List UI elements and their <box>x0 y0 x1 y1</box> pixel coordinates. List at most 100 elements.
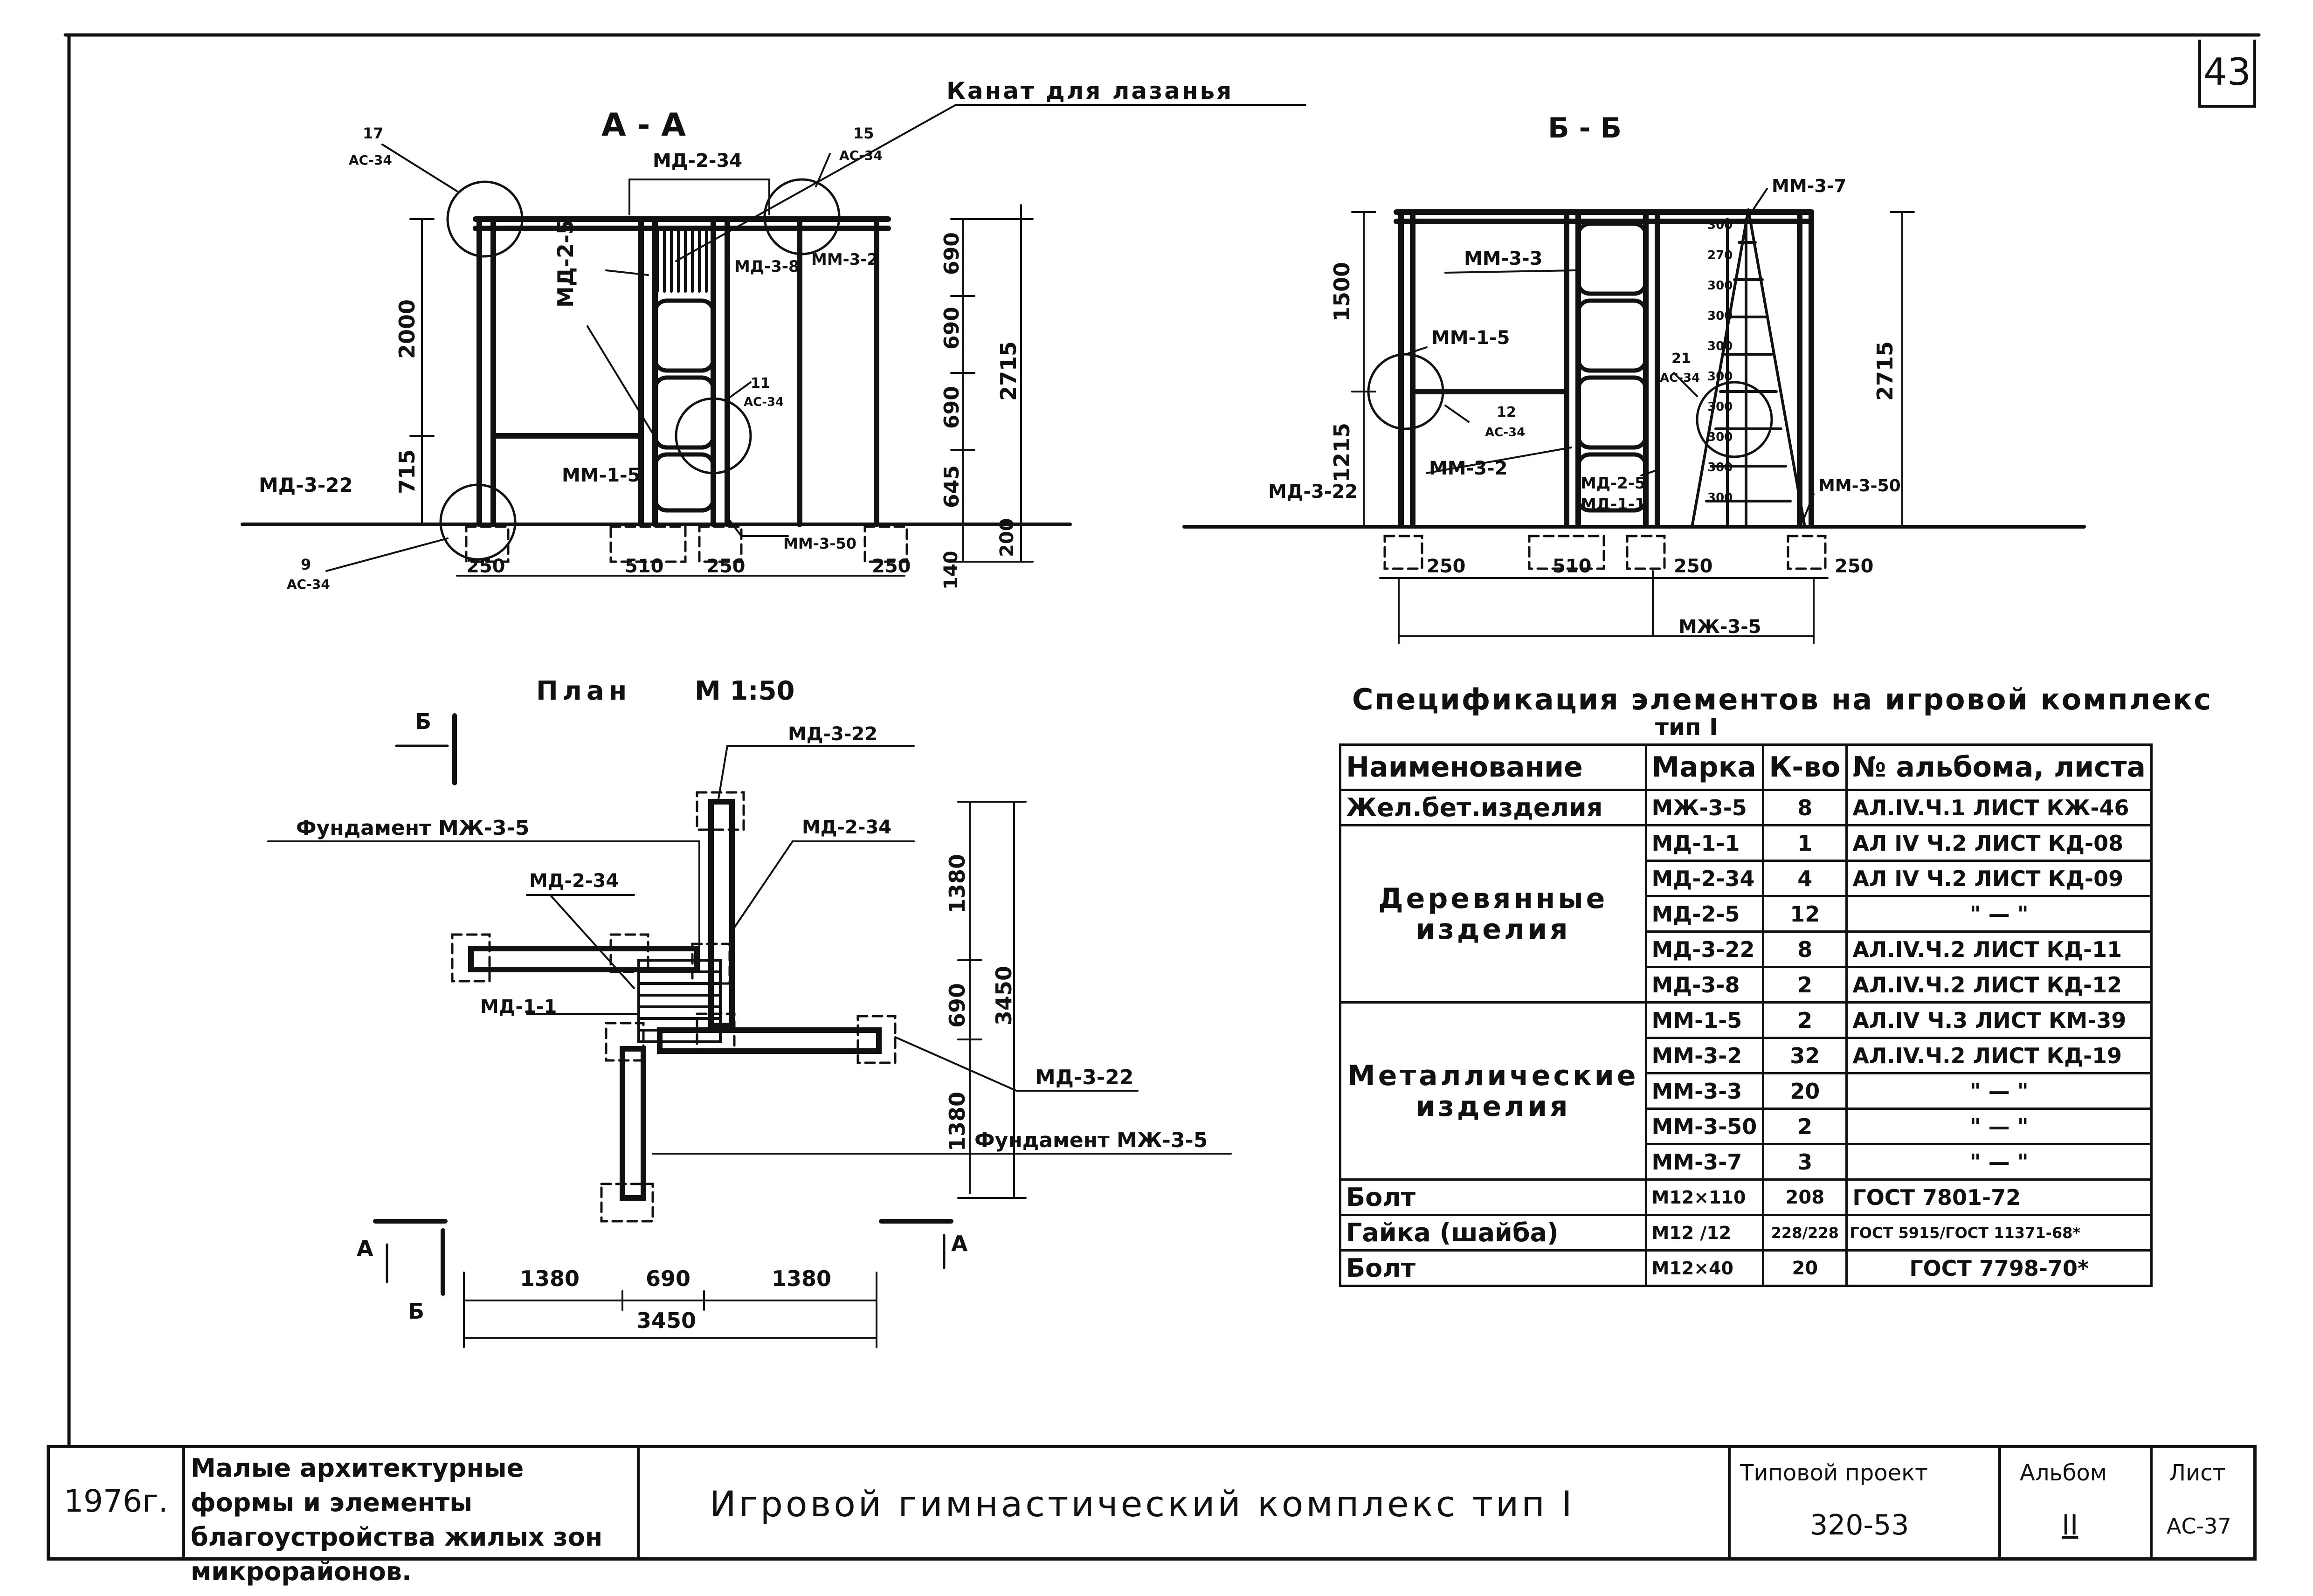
aa-callout-15: 15 <box>853 124 874 142</box>
spec-qty: 208 <box>1762 1178 1848 1216</box>
plan-dim-690-h: 690 <box>646 1266 691 1291</box>
spec-qty: 8 <box>1762 930 1848 968</box>
bb-ladder-step-labels: 300 270 300 300 300 300 300 300 300 300 <box>1707 219 1745 522</box>
spec-ref: АЛ.IV.Ч.2 ЛИСТ КД-11 <box>1845 930 2153 968</box>
spec-row: Деревянные изделия МД-1-1 1 АЛ IV Ч.2 ЛИ… <box>1339 824 2153 1004</box>
bb-dim-250-b: 250 <box>1674 556 1713 577</box>
spec-mark: М12 /12 <box>1644 1214 1765 1252</box>
spec-ref: АЛ IV Ч.2 ЛИСТ КД-09 <box>1845 860 2153 897</box>
bb-callout-12: 12 <box>1497 404 1516 420</box>
spec-header-name: Наименование <box>1339 743 1647 791</box>
aa-dim-250-c: 250 <box>872 556 911 577</box>
tb-title-cell: Игровой гимнастический комплекс тип I <box>640 1448 1731 1557</box>
tb-project-cell: Типовой проект 320-53 <box>1731 1448 2001 1557</box>
tb-album-cell: Альбом II <box>2001 1448 2153 1557</box>
aa-mm-3-50: ММ-3-50 <box>783 535 857 552</box>
spec-header-mark: Марка <box>1644 743 1765 791</box>
bb-ladder-frames <box>1576 221 1648 513</box>
spec-mark: МД-2-5 <box>1644 895 1765 933</box>
spec-group: Болт <box>1339 1178 1647 1216</box>
aa-dim-140: 140 <box>940 550 962 590</box>
aa-dim-690-b: 690 <box>940 307 964 350</box>
aa-dim-200: 200 <box>996 518 1018 557</box>
spec-group: Жел.бет.изделия <box>1339 789 1647 826</box>
spec-mark: МД-1-1 <box>1644 824 1765 862</box>
spec-title: Спецификация элементов на игровой компле… <box>1352 682 2212 716</box>
rope-label: Канат для лазанья <box>946 77 1234 104</box>
bb-rope-ladder <box>1691 208 1806 526</box>
spec-ref: АЛ.IV Ч.3 ЛИСТ КМ-39 <box>1845 1001 2153 1039</box>
bb-step: 300 <box>1707 400 1733 414</box>
bb-step: 300 <box>1707 461 1733 475</box>
bb-dim-510: 510 <box>1553 556 1592 577</box>
bb-mm-3-3: ММ-3-3 <box>1464 248 1543 269</box>
spec-qty: 3 <box>1762 1143 1848 1181</box>
aa-dim-2715: 2715 <box>996 341 1021 401</box>
spec-mark: М12×110 <box>1644 1178 1765 1216</box>
aa-dim-510: 510 <box>625 556 664 577</box>
tb-series: Малые архитектурные формы и элементы бла… <box>191 1453 603 1586</box>
aa-md-2-34: МД-2-34 <box>653 150 743 172</box>
bb-step: 300 <box>1707 279 1733 293</box>
aa-dim-645: 645 <box>940 465 964 508</box>
spec-qty: 2 <box>1762 966 1848 1004</box>
spec-ref: " — " <box>1845 1143 2153 1181</box>
bb-footings <box>1383 535 1827 570</box>
spec-group: Деревянные изделия <box>1339 824 1647 1004</box>
spec-row: Болт М12×110 208 ГОСТ 7801-72 <box>1339 1178 2153 1216</box>
spec-qty: 12 <box>1762 895 1848 933</box>
spec-ref: АЛ IV Ч.2 ЛИСТ КД-08 <box>1845 824 2153 862</box>
spec-group: Металлические изделия <box>1339 1001 1647 1181</box>
spec-ref: ГОСТ 5915/ГОСТ 11371-68* <box>1845 1214 2153 1252</box>
spec-ref: " — " <box>1845 895 2153 933</box>
aa-callout-9-sheet: АС-34 <box>287 577 330 592</box>
spec-row: МД-2-34 4 АЛ IV Ч.2 ЛИСТ КД-09 <box>1340 860 2153 897</box>
bb-dim-1500: 1500 <box>1329 261 1354 322</box>
tb-title: Игровой гимнастический комплекс тип I <box>710 1483 1575 1525</box>
spec-row: МД-2-5 12 " — " <box>1340 895 2153 933</box>
spec-mark: ММ-3-3 <box>1644 1072 1765 1110</box>
spec-qty: 8 <box>1762 789 1848 826</box>
spec-row: ММ-3-50 2 " — " <box>1340 1108 2153 1145</box>
bb-dim-250-c: 250 <box>1835 556 1874 577</box>
aa-callout-11: 11 <box>751 375 770 392</box>
plan-cut-b-top: Б <box>415 709 432 734</box>
bb-step: 300 <box>1707 218 1733 232</box>
spec-mark: МД-3-22 <box>1644 930 1765 968</box>
tb-album-label: Альбом <box>2020 1460 2107 1486</box>
spec-qty: 1 <box>1762 824 1848 862</box>
spec-header-row: Наименование Марка К-во № альбома, листа <box>1339 743 2153 791</box>
bb-mm-3-2: ММ-3-2 <box>1429 458 1508 479</box>
bb-step: 300 <box>1707 491 1733 505</box>
bb-step: 300 <box>1707 370 1733 384</box>
spec-row: Гайка (шайба) М12 /12 228/228 ГОСТ 5915/… <box>1339 1214 2153 1252</box>
aa-callout-9: 9 <box>301 556 311 573</box>
plan-md-3-22-top: МД-3-22 <box>788 723 878 745</box>
spec-row: ММ-3-7 3 " — " <box>1340 1143 2153 1181</box>
bb-dim-1215: 1215 <box>1329 422 1354 482</box>
aa-md-3-8: МД-3-8 <box>734 257 800 276</box>
tb-year: 1976г. <box>64 1483 168 1519</box>
bb-md-2-5: МД-2-5 <box>1581 474 1646 493</box>
tb-album-value: II <box>2062 1509 2078 1541</box>
spec-mark: М12×40 <box>1644 1249 1765 1287</box>
spec-mark: ММ-3-7 <box>1644 1143 1765 1181</box>
spec-mark: МД-3-8 <box>1644 966 1765 1004</box>
spec-qty: 228/228 <box>1762 1214 1848 1252</box>
aa-dim-250-a: 250 <box>466 556 505 577</box>
tb-project-value: 320-53 <box>1810 1509 1909 1541</box>
aa-dimension-lines <box>409 204 1034 577</box>
plan-core-hatch <box>637 959 722 1043</box>
bb-dimension-lines <box>1351 211 1915 644</box>
plan-md-3-22-right: МД-3-22 <box>1035 1066 1134 1089</box>
bb-mzh-3-5: МЖ-3-5 <box>1678 616 1761 638</box>
aa-dim-2000: 2000 <box>394 299 420 359</box>
spec-ref: АЛ.IV.Ч.1 ЛИСТ КЖ-46 <box>1845 789 2153 826</box>
spec-header-qty: К-во <box>1762 743 1848 791</box>
spec-qty: 20 <box>1762 1249 1848 1287</box>
spec-qty: 4 <box>1762 860 1848 897</box>
bb-mm-1-5: ММ-1-5 <box>1431 327 1510 349</box>
spec-ref: ГОСТ 7801-72 <box>1845 1178 2153 1216</box>
aa-ladder-frames <box>653 226 802 524</box>
